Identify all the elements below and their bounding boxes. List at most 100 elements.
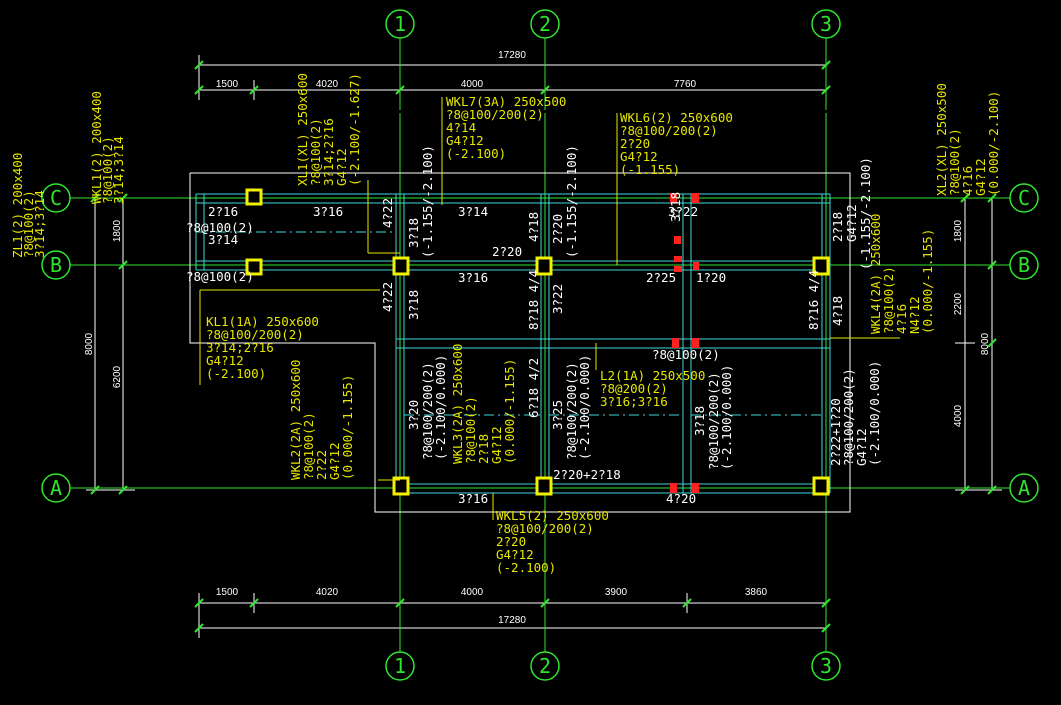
axis-grid-lines	[70, 38, 1010, 652]
annotation-line: KL1(1A) 250x600	[206, 314, 319, 329]
axis-3-bottom: 3	[820, 654, 832, 678]
annotation-line: (0.000/-2.100)	[986, 91, 1001, 196]
annotation-line: WKL7(3A) 250x500	[446, 94, 566, 109]
rebar-mark: 3?22	[550, 284, 565, 314]
rebar-mark: 2?20+2?18	[553, 467, 621, 482]
rebar-mark: ?8@100(2)	[186, 269, 254, 284]
dim-right-seg: 2200	[953, 292, 964, 315]
rebar-mark: 4?18	[526, 212, 541, 242]
annotation-line: (-1.155)	[620, 162, 680, 177]
annotation-line: (0.000/-1.155)	[502, 359, 517, 464]
annotation-line: ?8@100(2)	[463, 396, 478, 464]
rebar-mark: 3?16	[313, 204, 343, 219]
annotation-wkl5: WKL5(2) 250x600?8@100/200(2)2?20G4?12(-2…	[496, 508, 609, 575]
annotation-line: WKL6(2) 250x600	[620, 110, 733, 125]
rebar-mark: ?8@100(2)	[186, 220, 254, 235]
annotation-zl1: ZL1(2) 200x400?8@100(2)3?14;3?14	[10, 153, 47, 258]
dim-left-seg: 6200	[112, 365, 123, 388]
dim-left-seg: 1800	[112, 219, 123, 242]
annotation-line: 4?16	[960, 166, 975, 196]
annotation-line: 3?16;3?16	[600, 394, 668, 409]
dim-top-seg: 4000	[461, 79, 484, 90]
annotation-line: (0.000/-1.155)	[340, 375, 355, 480]
axis-labels: 1 2 3 1 2 3 C B A C B A	[50, 12, 1030, 678]
rebar-mark: 2?18	[830, 212, 845, 242]
annotation-line: XL1(XL) 250x600	[295, 73, 310, 186]
annotation-line: (-2.100)	[206, 366, 266, 381]
annotation-line: 3?14;3?14	[111, 136, 126, 204]
annotation-line: WKL5(2) 250x600	[496, 508, 609, 523]
dim-left-total: 8000	[84, 332, 95, 355]
annotation-line: ?8@100/200(2)	[420, 362, 435, 460]
rebar-mark: 3?25	[550, 400, 565, 430]
annotation-line: (-2.100/0.000)	[719, 365, 734, 470]
annotation-line: XL2(XL) 250x500	[934, 83, 949, 196]
dim-right-total: 8000	[980, 332, 991, 355]
rebar-mark: 3?14	[208, 232, 238, 247]
annotation-xl1: XL1(XL) 250x600?8@100(2)3?14;2?16G4?12(-…	[295, 73, 362, 186]
rebar-mark: 3?18	[692, 406, 707, 436]
annotation-line: ?8@100(2)	[301, 412, 316, 480]
annotation-v6: ?8@100/200(2)(-2.100/0.000)	[706, 365, 734, 470]
annotation-v1: (-1.155/-2.100)	[420, 145, 435, 258]
annotation-line: ?8@100/200(2)	[706, 372, 721, 470]
axis-a-right: A	[1018, 476, 1030, 500]
dimension-texts: 17280 1500 4020 4000 7760 1500 4020 4000…	[84, 50, 991, 626]
annotation-line: ?8@100(2)	[947, 128, 962, 196]
annotation-line: N4?12	[907, 296, 922, 334]
annotation-line: (-2.100)	[496, 560, 556, 575]
axis-2-bottom: 2	[539, 654, 551, 678]
rebar-marks: 2?16 ?8@100(2) 3?14 3?16 ?8@100(2) 3?14 …	[186, 192, 859, 506]
rebar-mark: 8?18 4/4	[526, 270, 541, 330]
rebar-mark: 4?22	[380, 198, 395, 228]
annotation-wkl6: WKL6(2) 250x600?8@100/200(2)2?20G4?12(-1…	[620, 110, 733, 177]
axis-3-top: 3	[820, 12, 832, 36]
rebar-mark: 3?18	[406, 290, 421, 320]
annotation-wkl7: WKL7(3A) 250x500?8@100/200(2)4?14G4?12(-…	[446, 94, 566, 161]
rebar-mark: 2?16	[208, 204, 238, 219]
annotation-line: ?8@200(2)	[600, 381, 668, 396]
axis-2-top: 2	[539, 12, 551, 36]
annotation-line: ?8@100(2)	[881, 266, 896, 334]
annotation-line: ZL1(2) 200x400	[10, 153, 25, 258]
rebar-mark: 6?18 4/2	[526, 358, 541, 418]
annotation-line: G4?12	[327, 442, 342, 480]
dim-bottom-seg: 1500	[216, 587, 239, 598]
dim-bottom-seg: 4020	[316, 587, 339, 598]
axis-1-bottom: 1	[394, 654, 406, 678]
annotation-line: L2(1A) 250x500	[600, 368, 705, 383]
annotation-line: G4?12	[496, 547, 534, 562]
dim-right-seg: 1800	[953, 219, 964, 242]
rebar-mark: 8?16 4/4	[806, 270, 821, 330]
annotation-line: G4?12	[620, 149, 658, 164]
rebar-mark: 3?22	[668, 204, 698, 219]
annotation-line: (-1.155/-2.100)	[564, 145, 579, 258]
annotation-line: 4?14	[446, 120, 476, 135]
rebar-mark: 3?14	[458, 204, 488, 219]
annotation-line: G4?12	[489, 426, 504, 464]
annotation-line: (0.000/-1.155)	[920, 229, 935, 334]
rebar-mark: 2?20	[492, 244, 522, 259]
annotation-line: G4?12	[206, 353, 244, 368]
annotation-wkl4: WKL4(2A) 250x600?8@100(2)4?16N4?12(0.000…	[868, 214, 935, 334]
dim-bottom-seg: 3860	[745, 587, 768, 598]
dim-top-seg: 4020	[316, 79, 339, 90]
annotation-wkl2: WKL2(2A) 250x600?8@100(2)2?22G4?12(0.000…	[288, 360, 355, 480]
annotation-line: WKL1(2) 200x400	[89, 91, 104, 204]
leader-lines	[199, 97, 900, 520]
annotation-line: WKL4(2A) 250x600	[868, 214, 883, 334]
rebar-mark: 2?20	[550, 214, 565, 244]
annotation-line: 2?20	[496, 534, 526, 549]
annotation-xl2: XL2(XL) 250x500?8@100(2)4?16G4?12(0.000/…	[934, 83, 1001, 196]
annotation-line: 3?14;2?16	[321, 118, 336, 186]
annotation-line: 4?16	[894, 304, 909, 334]
axis-c-right: C	[1018, 186, 1030, 210]
beam-annotations: ZL1(2) 200x400?8@100(2)3?14;3?14WKL1(2) …	[10, 73, 1001, 575]
annotation-line: ?8@100(2)	[21, 190, 36, 258]
annotation-v4: ?8@100/200(2)(-2.100/0.000)	[420, 355, 448, 460]
annotation-line: ?8@100/200(2)	[564, 362, 579, 460]
axis-a-left: A	[50, 476, 62, 500]
beam-centerlines	[196, 231, 822, 416]
